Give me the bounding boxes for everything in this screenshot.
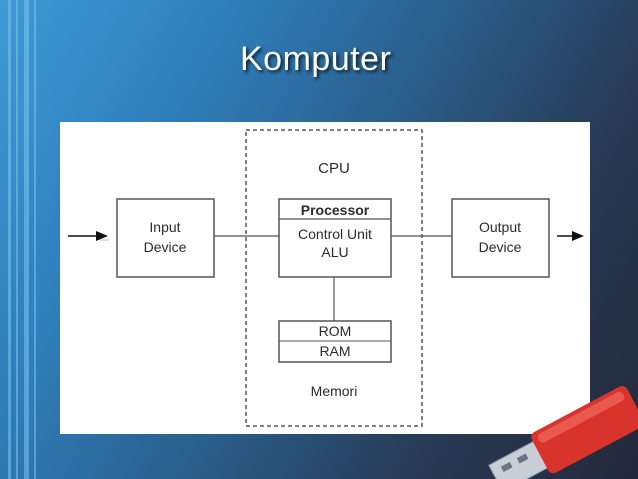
slide-title: Komputer xyxy=(240,40,391,79)
memory-rom: ROM xyxy=(319,323,352,339)
input-device-box xyxy=(117,199,214,277)
decorative-stripe xyxy=(8,0,11,479)
decorative-stripe xyxy=(16,0,18,479)
cpu-label: CPU xyxy=(318,160,350,177)
output-device-label-line1: Output xyxy=(479,219,521,235)
processor-title: Processor xyxy=(301,202,370,218)
memory-ram: RAM xyxy=(319,343,350,359)
output-device-label-line2: Device xyxy=(479,239,522,255)
processor-alu: ALU xyxy=(321,244,348,260)
memory-label: Memori xyxy=(311,383,358,399)
input-arrow-icon xyxy=(68,231,109,241)
input-device-label-line1: Input xyxy=(149,219,180,235)
output-device-box xyxy=(452,199,549,277)
decorative-stripe xyxy=(34,0,36,479)
decorative-stripe xyxy=(24,0,29,479)
processor-control-unit: Control Unit xyxy=(298,226,372,242)
usb-flash-drive-icon xyxy=(476,378,638,479)
output-arrow-icon xyxy=(557,231,584,241)
input-device-label-line2: Device xyxy=(144,239,187,255)
